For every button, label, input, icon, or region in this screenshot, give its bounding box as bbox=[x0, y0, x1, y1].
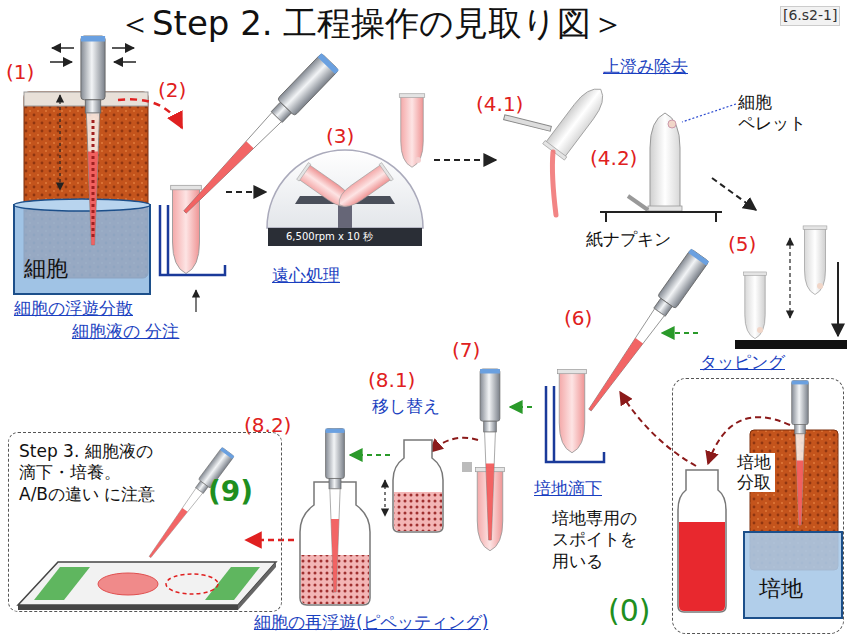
step-name: 細胞の浮遊分散 bbox=[14, 298, 133, 319]
title: ＜Step 2. 工程操作の見取り図＞ bbox=[118, 2, 625, 45]
callout-number: (8.1) bbox=[368, 368, 415, 393]
step-name: 上澄み除去 bbox=[603, 56, 688, 77]
node-text: 培地分取 bbox=[735, 453, 775, 492]
step-name: 遠心処理 bbox=[272, 265, 340, 286]
callout-number: (1) bbox=[6, 60, 34, 85]
step-name: タッピング bbox=[700, 352, 785, 373]
callout-number: (2) bbox=[158, 78, 186, 103]
callout-number: (6) bbox=[564, 306, 592, 331]
step-name: 培地滴下 bbox=[534, 478, 602, 499]
step-name: 細胞の再浮遊(ピペッティング) bbox=[252, 612, 490, 633]
node-text: Step 3. 細胞液の 滴下・培養。 A/Bの違い に注意 bbox=[19, 441, 171, 505]
callout-number: (4.2) bbox=[590, 146, 637, 171]
part-name: 紙ナプキン bbox=[586, 229, 671, 250]
part-name: 細胞 ペレット bbox=[738, 92, 820, 135]
callout-number: (5) bbox=[728, 232, 756, 257]
dashed-panel: Step 3. 細胞液の 滴下・培養。 A/Bの違い に注意 bbox=[8, 432, 282, 612]
step-name: 細胞液の 分注 bbox=[72, 321, 179, 342]
callout-number: (8.2) bbox=[244, 413, 291, 438]
note: 培地専用の スポイトを 用いる bbox=[552, 508, 646, 572]
speed-setting: 6,500rpm x 10 秒 bbox=[286, 231, 373, 244]
callout-number: (4.1) bbox=[476, 92, 523, 117]
callout-number: (0) bbox=[608, 592, 651, 630]
step-name: 移し替え bbox=[372, 396, 440, 417]
callout-number: (7) bbox=[452, 338, 480, 363]
part-name: 細胞 bbox=[24, 255, 68, 283]
callout-number: (3) bbox=[326, 124, 354, 149]
callout-number: (9) bbox=[208, 474, 253, 509]
slide-id: [6.s2-1] bbox=[780, 6, 840, 26]
node-text: 培地 bbox=[759, 575, 803, 603]
dashed-panel: 培地分取培地 bbox=[672, 378, 844, 634]
